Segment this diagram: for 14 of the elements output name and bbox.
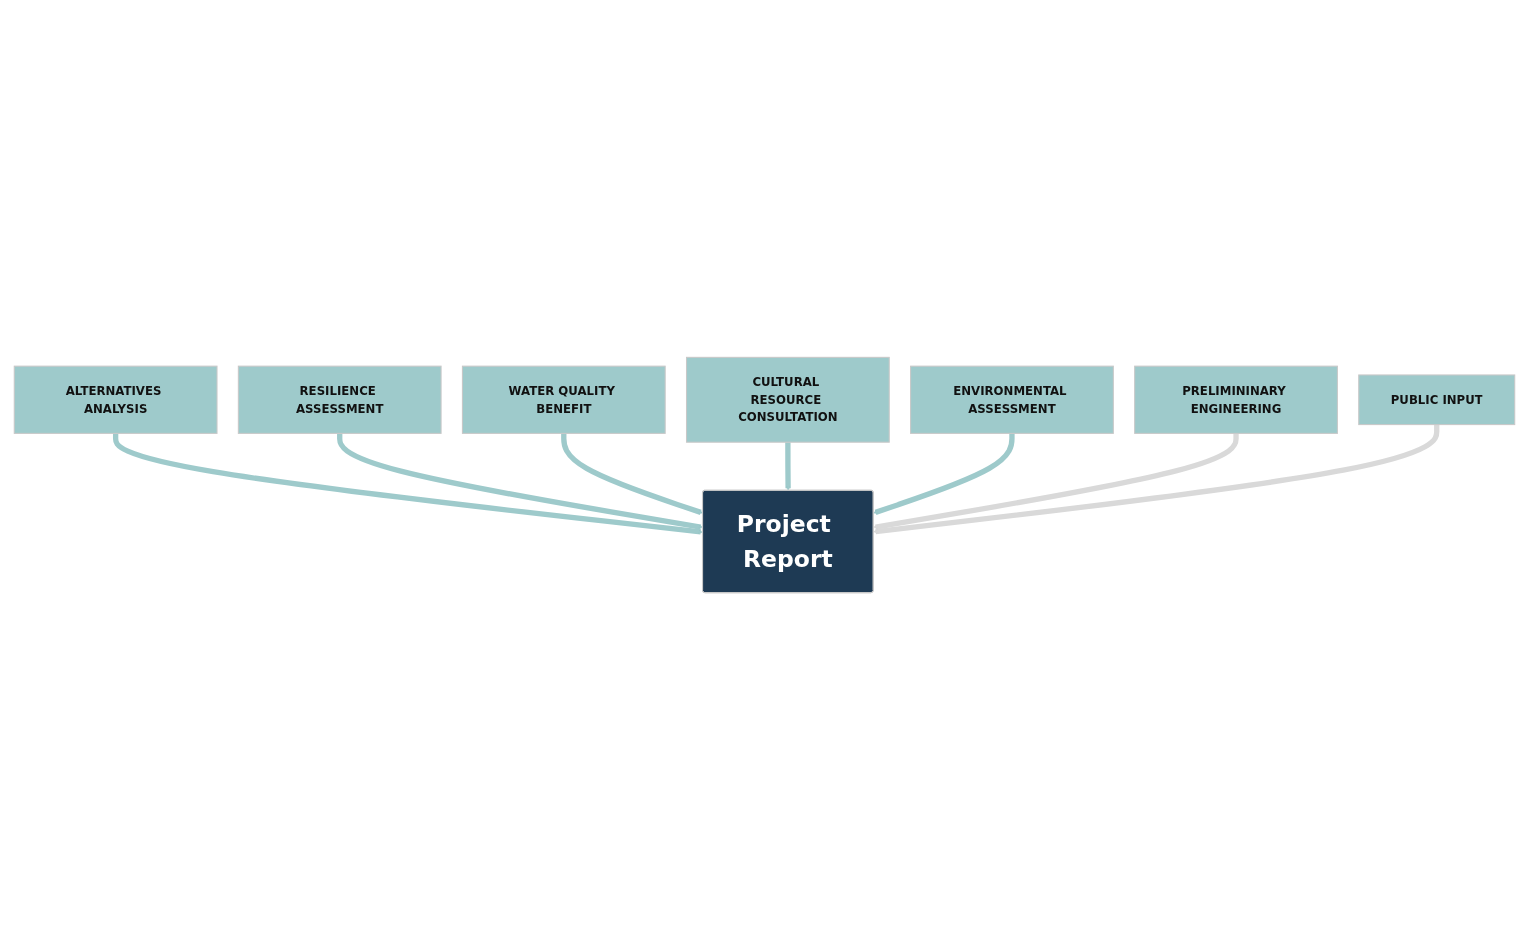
arrow (337, 433, 703, 530)
node-box: ALTERNATIVES ANALYSIS (13, 365, 218, 434)
arrow (873, 433, 1015, 515)
arrow (785, 442, 791, 491)
arrow (873, 433, 1239, 530)
arrow (112, 433, 703, 535)
node-box: WATER QUALITY BENEFIT (461, 365, 666, 434)
node-box: ENVIRONMENTAL ASSESSMENT (910, 365, 1114, 434)
node-box: PUBLIC INPUT (1358, 374, 1516, 426)
node-box: RESILIENCE ASSESSMENT (237, 365, 442, 434)
node-box: PRELIMININARY ENGINEERING (1134, 365, 1338, 434)
arrow (873, 424, 1440, 535)
node-box: CULTURAL RESOURCE CONSULTATION (685, 356, 890, 443)
arrow (561, 433, 703, 515)
